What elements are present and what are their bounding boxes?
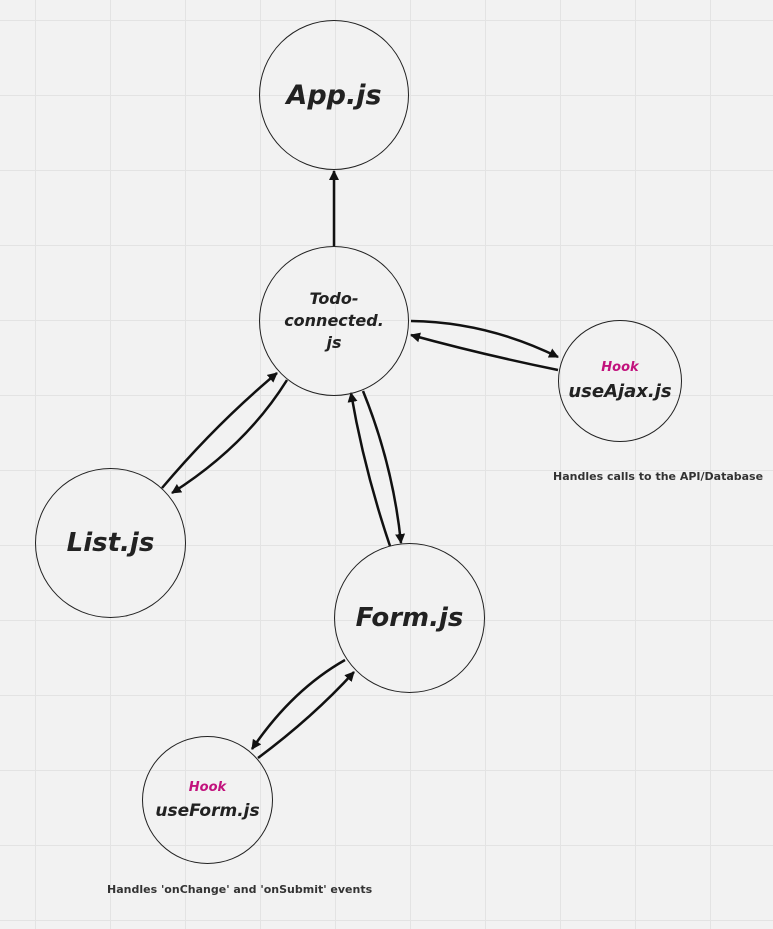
app-node: App.js (259, 20, 409, 170)
use-ajax-hook-tag: Hook (601, 360, 639, 375)
arrow-list-to-todo (161, 372, 278, 489)
ajax-description-note: Handles calls to the API/Database (553, 470, 764, 483)
arrow-useform-to-form (257, 671, 355, 760)
use-form-node-label: useForm.js (155, 800, 260, 821)
arrow-form-to-todo (347, 392, 392, 547)
use-form-node: Hook useForm.js (142, 736, 273, 864)
list-node: List.js (35, 468, 186, 618)
todo-connected-node: Todo- connected. js (259, 246, 409, 396)
form-node: Form.js (334, 543, 485, 693)
useform-description-note: Handles 'onChange' and 'onSubmit' events (107, 883, 373, 896)
arrow-form-to-useform (250, 658, 346, 750)
arrow-ajax-to-todo (410, 332, 559, 372)
app-node-label: App.js (286, 79, 382, 111)
use-ajax-node-label: useAjax.js (568, 381, 672, 402)
arrow-todo-to-list (171, 379, 289, 495)
todo-connected-node-label: Todo- connected. js (284, 289, 384, 352)
use-ajax-node: Hook useAjax.js (558, 320, 682, 442)
use-form-hook-tag: Hook (188, 779, 227, 795)
arrow-todo-to-ajax (410, 319, 559, 359)
arrow-todo-to-form (361, 390, 406, 544)
form-node-label: Form.js (355, 603, 464, 633)
list-node-label: List.js (66, 528, 155, 558)
